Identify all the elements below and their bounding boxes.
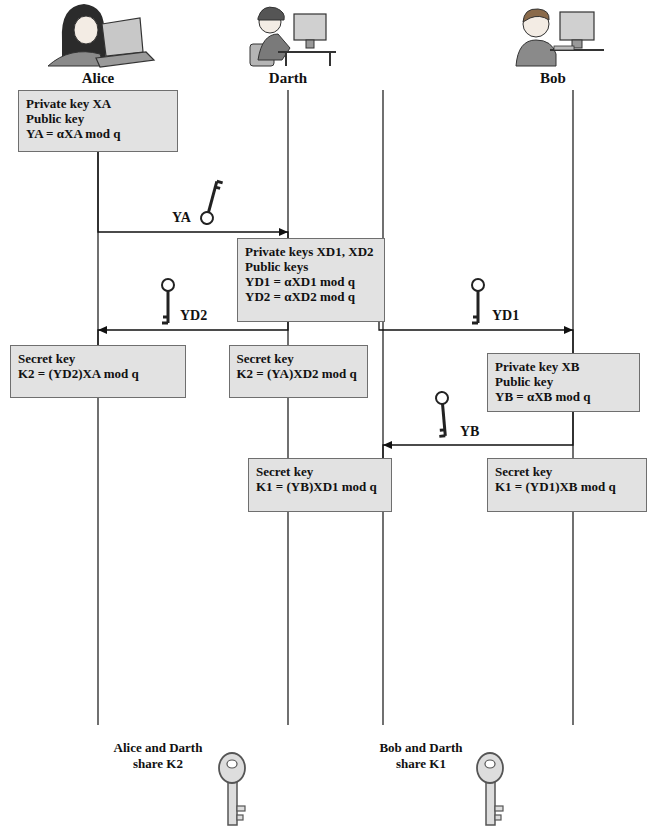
connector-line	[98, 152, 288, 238]
box-text: YB = αXB mod q	[495, 389, 591, 404]
key-ring	[219, 753, 245, 783]
box-text: Private key XB	[495, 359, 579, 374]
box-text: Public key	[495, 374, 553, 389]
connector-line	[98, 322, 288, 345]
shared-key-note: Bob and Darth share K1	[368, 740, 474, 772]
box-text: Public keys	[245, 259, 308, 274]
box-text: Public key	[26, 111, 84, 126]
monitor	[560, 12, 594, 40]
cap	[258, 7, 284, 20]
box-text: K2 = (YA)XD2 mod q	[237, 366, 357, 381]
darth-figure	[250, 7, 336, 66]
face	[74, 16, 98, 44]
key-teeth	[439, 430, 446, 437]
box-text: Private keys XD1, XD2	[245, 244, 374, 259]
lifeline	[97, 152, 98, 725]
arrowhead	[383, 441, 392, 449]
message-arrow	[98, 152, 288, 238]
message-arrow	[98, 322, 288, 345]
shared-key-icon	[477, 753, 503, 825]
key-icon	[472, 279, 484, 323]
key-icon	[200, 180, 223, 226]
key-box: Private key XBPublic keyYB = αXB mod q	[487, 353, 640, 412]
key-teeth	[495, 806, 503, 811]
box-text: Private key XA	[26, 96, 111, 111]
actor-name: Darth	[238, 70, 338, 86]
arrowhead	[98, 326, 107, 334]
message-label: YD2	[178, 308, 209, 324]
laptop-base	[96, 52, 154, 67]
key-teeth	[215, 181, 222, 188]
actor-name: Bob	[503, 70, 603, 86]
box-text: K2 = (YD2)XA mod q	[18, 366, 139, 381]
box-text: K1 = (YD1)XB mod q	[495, 479, 616, 494]
body	[48, 52, 104, 66]
keyboard	[554, 46, 574, 50]
bob-figure	[516, 9, 604, 66]
key-box: Private key XAPublic keyYA = αXA mod q	[18, 90, 178, 152]
key-teeth	[472, 317, 478, 323]
key-ring	[472, 279, 484, 291]
desk-leg	[285, 52, 287, 66]
key-hole	[485, 760, 495, 768]
key-teeth	[495, 815, 501, 820]
connector-line	[379, 322, 573, 353]
monitor	[294, 14, 326, 40]
arrowhead	[279, 228, 288, 236]
laptop-screen	[102, 18, 143, 56]
hair	[523, 9, 549, 22]
message-label: YA	[170, 210, 193, 226]
lifeline	[382, 90, 383, 725]
box-text: YD2 = αXD2 mod q	[245, 289, 355, 304]
desk-leg	[329, 52, 331, 66]
key-shaft	[228, 782, 237, 825]
key-icon	[435, 391, 451, 436]
key-box: Secret keyK1 = (YB)XD1 mod q	[248, 458, 392, 512]
key-box: Secret keyK1 = (YD1)XB mod q	[487, 458, 647, 512]
body	[516, 40, 556, 66]
connector-line	[383, 412, 573, 458]
key-ring	[477, 753, 503, 783]
key-box: Private keys XD1, XD2Public keysYD1 = αX…	[237, 238, 385, 322]
monitor-stand	[306, 40, 314, 48]
key-box: Secret keyK2 = (YD2)XA mod q	[10, 345, 186, 398]
key-ring	[435, 391, 448, 404]
message-arrow	[383, 412, 573, 458]
message-arrow	[379, 322, 573, 353]
arrowhead	[564, 326, 573, 334]
key-teeth	[162, 317, 168, 323]
key-teeth	[237, 806, 245, 811]
key-box: Secret keyK2 = (YA)XD2 mod q	[229, 345, 368, 398]
key-hole	[227, 760, 237, 768]
box-text: Secret key	[237, 351, 294, 366]
box-text: Secret key	[18, 351, 75, 366]
shared-key-note: Alice and Darth share K2	[104, 740, 212, 772]
lifeline	[287, 90, 288, 725]
key-ring	[162, 279, 174, 291]
message-label: YB	[458, 424, 481, 440]
box-text: YD1 = αXD1 mod q	[245, 274, 355, 289]
key-teeth	[237, 815, 243, 820]
message-label: YD1	[490, 308, 521, 324]
actor-name: Alice	[48, 70, 148, 86]
alice-figure	[48, 4, 154, 67]
key-icon	[162, 279, 174, 323]
box-text: K1 = (YB)XD1 mod q	[256, 479, 377, 494]
key-ring	[200, 211, 215, 226]
key-shaft	[486, 782, 495, 825]
box-text: Secret key	[495, 464, 552, 479]
box-text: Secret key	[256, 464, 313, 479]
box-text: YA = αXA mod q	[26, 126, 120, 141]
shared-key-icon	[219, 753, 245, 825]
